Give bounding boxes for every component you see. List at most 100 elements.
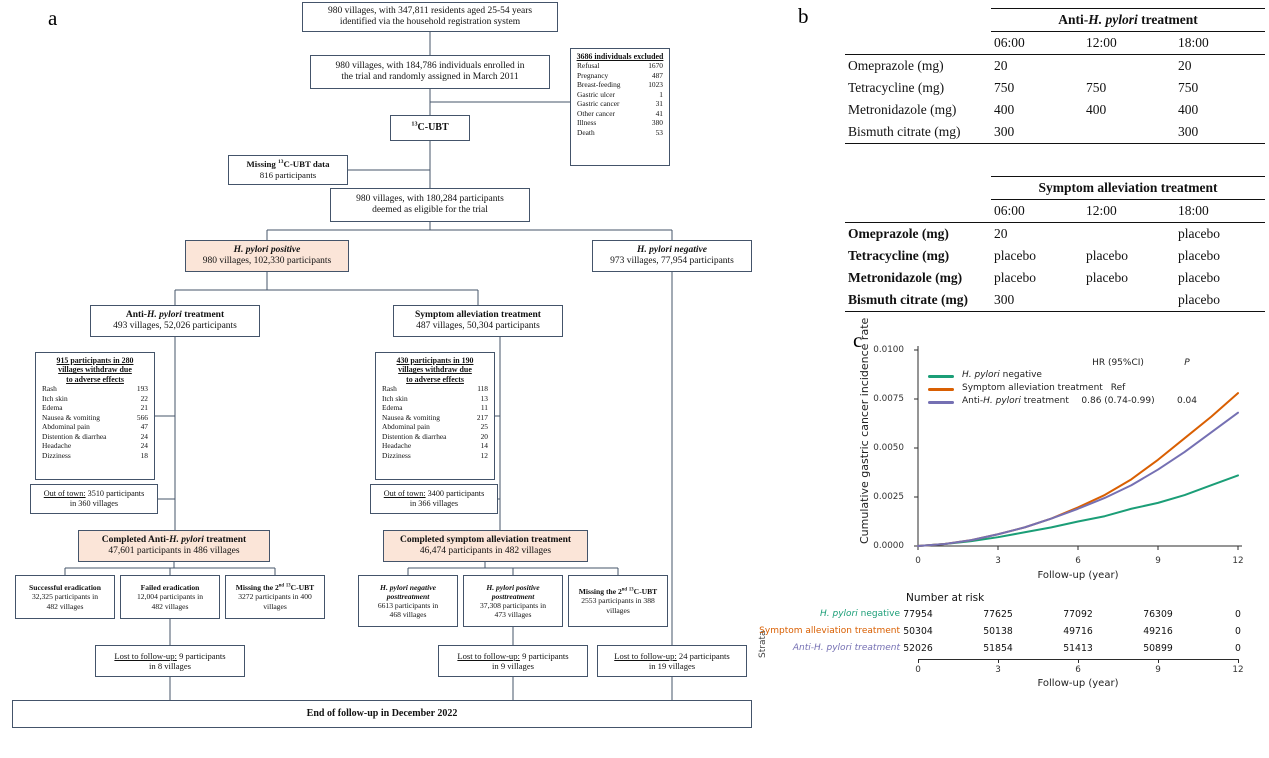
legend-hr-header: HR (95%CI) — [1092, 358, 1144, 368]
out-left-line2: in 360 villages — [69, 499, 119, 508]
flow-box-enrolled: 980 villages, with 184,786 individuals e… — [310, 55, 550, 89]
risk-value: 50899 — [1143, 643, 1173, 654]
risk-value: 51854 — [983, 643, 1013, 654]
risk-axis-tick — [1238, 659, 1239, 663]
risk-x-axis-title: Follow-up (year) — [1037, 678, 1119, 689]
risk-value: 77625 — [983, 609, 1013, 620]
hp-negative-title: H. pylori negative — [637, 244, 707, 255]
panel-a-label: a — [48, 6, 58, 30]
flow-box-registered: 980 villages, with 347,811 residents age… — [302, 2, 558, 32]
incidence-plot — [914, 346, 1242, 550]
legend-line-symptom — [928, 388, 954, 391]
table-row: Tetracycline (mg) 750 750 750 — [848, 80, 1199, 95]
flow-box-out-of-town-mid: Out of town: 3400 participants in 366 vi… — [370, 484, 498, 514]
symptom-treatment-line2: 487 villages, 50,304 participants — [416, 321, 540, 331]
flowchart-connectors — [64, 32, 673, 700]
risk-x-tick-label: 9 — [1155, 665, 1161, 675]
risk-x-tick-label: 3 — [995, 665, 1001, 675]
risk-label-symptom: Symptom alleviation treatment — [759, 626, 900, 636]
anti-table-header: Anti-H. pylori treatment — [991, 8, 1266, 32]
flow-box-hp-positive-posttreatment: H. pylori positive posttreatment 37,308 … — [463, 575, 563, 627]
eligible-line2: deemed as eligible for the trial — [372, 205, 488, 215]
x-tick-label: 9 — [1155, 556, 1161, 566]
x-axis-title: Follow-up (year) — [1037, 570, 1119, 581]
symptom-treatment-table: Symptom alleviation treatment 06:00 12:0… — [845, 176, 1266, 312]
table-row: Bismuth citrate (mg) 300 placebo — [845, 289, 1266, 312]
x-tick-label: 12 — [1232, 556, 1244, 566]
flow-box-end-of-followup: End of follow-up in December 2022 — [12, 700, 752, 728]
hp-positive-line2: 980 villages, 102,330 participants — [202, 256, 332, 266]
legend-line-hp-negative — [928, 375, 954, 378]
y-tick-label: 0.0000 — [873, 541, 904, 551]
anti-treatment-title: Anti-H. pylori treatment — [125, 309, 225, 320]
risk-value: 0 — [1235, 626, 1241, 637]
table-row: Omeprazole (mg) 20 placebo — [848, 226, 1220, 241]
flow-box-symptom-treatment: Symptom alleviation treatment 487 villag… — [393, 305, 563, 337]
missing-ubt-line2: 816 participants — [259, 170, 317, 180]
risk-axis-tick — [1078, 659, 1079, 663]
legend-hr-symptom: Ref — [1110, 383, 1126, 393]
y-tick-label: 0.0050 — [873, 443, 904, 453]
panel-c-label: c — [853, 328, 863, 352]
flow-box-completed-symptom: Completed symptom alleviation treatment … — [383, 530, 588, 562]
panel-b-label: b — [798, 4, 809, 28]
flow-box-hp-negative: H. pylori negative 973 villages, 77,954 … — [592, 240, 752, 272]
flow-box-anti-treatment: Anti-H. pylori treatment 493 villages, 5… — [90, 305, 260, 337]
y-tick-label: 0.0025 — [873, 492, 904, 502]
flow-box-lost-right: Lost to follow-up: 24 participants in 19… — [597, 645, 747, 677]
flow-box-completed-anti: Completed Anti-H. pylori treatment 47,60… — [78, 530, 270, 562]
risk-label-anti: Anti-H. pylori treatment — [792, 643, 900, 653]
x-tick-label: 3 — [995, 556, 1001, 566]
table-row: Bismuth citrate (mg) 300 300 — [845, 121, 1266, 144]
risk-value: 76309 — [1143, 609, 1173, 620]
registered-line2: identified via the household registratio… — [339, 17, 521, 27]
completed-anti-line2: 47,601 participants in 486 villages — [108, 546, 240, 556]
panel-a-flowchart: a — [12, 2, 752, 728]
risk-value: 52026 — [903, 643, 933, 654]
hp-positive-title: H. pylori positive — [233, 244, 301, 255]
enrolled-line1: 980 villages, with 184,786 individuals e… — [335, 60, 525, 71]
anti-treatment-line2: 493 villages, 52,026 participants — [113, 321, 237, 331]
flow-box-missing-2nd-ubt-mid: Missing the 2nd 13C-UBT 2553 participant… — [568, 575, 668, 627]
number-at-risk-title: Number at risk — [906, 592, 985, 604]
out-left-line1: Out of town: 3510 participants — [43, 489, 145, 499]
y-tick-label: 0.0100 — [873, 345, 904, 355]
flow-box-eligible: 980 villages, with 180,284 participants … — [330, 188, 530, 222]
legend-label-anti: Anti-H. pylori treatment — [962, 396, 1069, 406]
out-mid-line2: in 366 villages — [409, 499, 459, 508]
flow-box-withdraw-left: 915 participants in 280 villages withdra… — [35, 352, 155, 480]
flow-box-failed-eradication: Failed eradication 12,004 participants i… — [120, 575, 220, 619]
risk-value: 77092 — [1063, 609, 1093, 620]
risk-value: 50138 — [983, 626, 1013, 637]
table-row: Metronidazole (mg) placebo placebo place… — [848, 270, 1220, 285]
flow-box-missing-2nd-ubt-left: Missing the 2nd 13C-UBT 3272 participant… — [225, 575, 325, 619]
risk-axis-tick — [918, 659, 919, 663]
risk-label-hp-negative: H. pylori negative — [820, 609, 900, 619]
legend-p-header: P — [1184, 358, 1190, 368]
completed-anti-title: Completed Anti-H. pylori treatment — [101, 534, 247, 545]
hp-negative-line2: 973 villages, 77,954 participants — [610, 256, 734, 266]
flow-box-withdraw-mid: 430 participants in 190 villages withdra… — [375, 352, 495, 480]
panel-c-survival-chart: c Cumulative gastric cancer incidence ra… — [750, 318, 1269, 758]
risk-value: 50304 — [903, 626, 933, 637]
risk-x-tick-label: 0 — [915, 665, 921, 675]
anti-table-times-row: 06:00 12:00 18:00 — [845, 31, 1266, 55]
